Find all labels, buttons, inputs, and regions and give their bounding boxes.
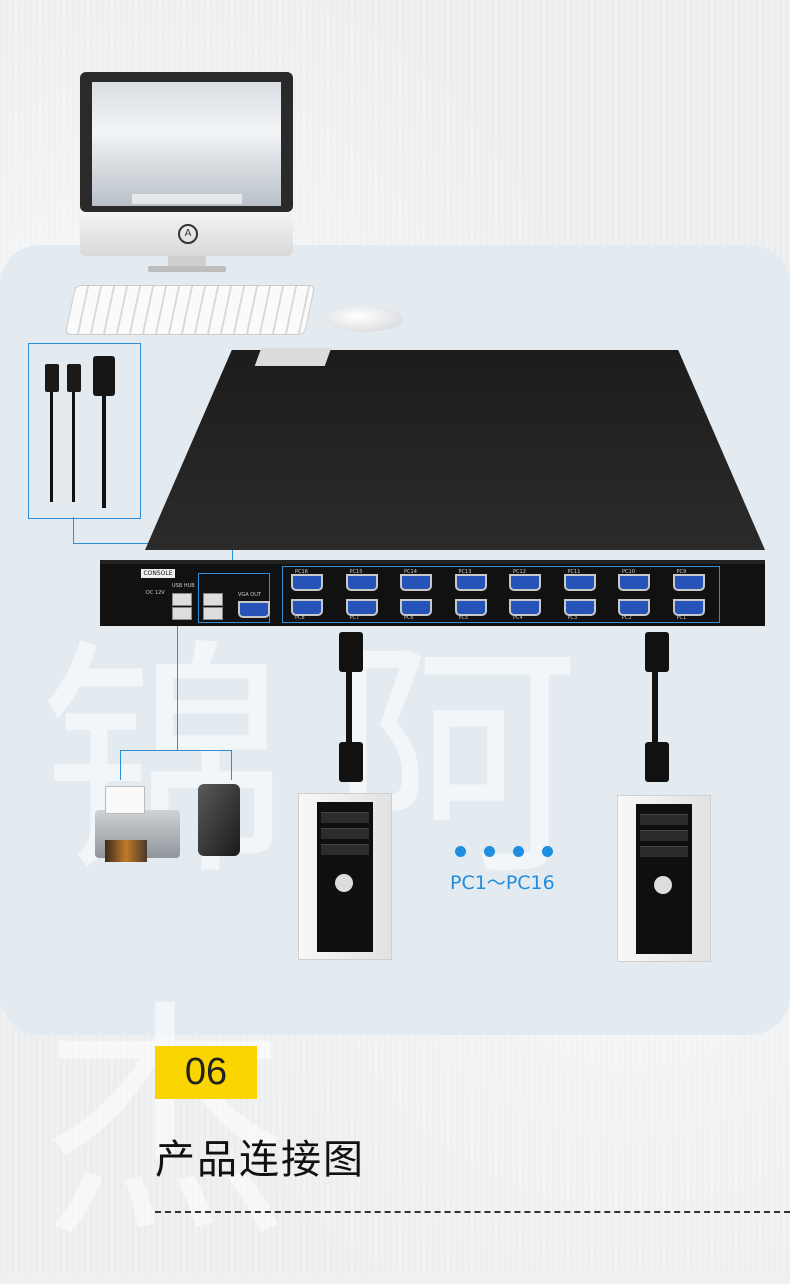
- vga-out-label: VGA OUT: [238, 592, 261, 598]
- console-label: CONSOLE: [141, 569, 175, 578]
- dashed-divider: [155, 1211, 790, 1213]
- vga-input-port: [618, 574, 650, 591]
- usb-plug-icon: [67, 364, 81, 392]
- usb-plug-icon: [45, 364, 59, 392]
- port-label: PC5: [458, 615, 469, 621]
- port-label: PC10: [622, 569, 635, 575]
- port-label: PC7: [349, 615, 360, 621]
- port-label: PC8: [295, 615, 305, 621]
- vga-out-port: [238, 601, 270, 618]
- desktop-tower-icon: [298, 793, 392, 960]
- dc-label: DC 12V: [146, 590, 165, 596]
- cable-line: [102, 396, 106, 508]
- port-label: PC12: [513, 569, 526, 575]
- port-label: PC9: [676, 569, 687, 575]
- vga-input-port: [291, 599, 323, 616]
- ellipsis-dot: [455, 846, 466, 857]
- port-label: PC6: [404, 615, 414, 621]
- vga-plug-icon: [339, 742, 363, 782]
- connector-line: [177, 622, 178, 750]
- vga-input-port: [400, 574, 432, 591]
- vga-input-port: [672, 599, 705, 616]
- printer-icon: [95, 786, 180, 862]
- console-port-group: [198, 573, 270, 623]
- vga-input-port: [291, 574, 323, 591]
- vga-input-port: [672, 574, 705, 591]
- connector-line: [231, 750, 232, 780]
- vga-input-port: [454, 574, 487, 591]
- vga-input-port: [345, 599, 378, 616]
- pc-range-label: PC1～PC16: [450, 872, 555, 894]
- port-label: PC4: [513, 615, 523, 621]
- ellipsis-dot: [542, 846, 553, 857]
- section-title: 产品连接图: [155, 1137, 365, 1183]
- vga-cable: [652, 672, 658, 742]
- mouse-icon: [328, 306, 403, 332]
- cable-line: [50, 392, 53, 502]
- port-label: PC15: [349, 569, 363, 575]
- port-label: PC3: [567, 615, 578, 621]
- usb-hub-label: USB HUB: [172, 583, 195, 589]
- ellipsis-dot: [513, 846, 524, 857]
- usb-port: [203, 607, 223, 620]
- vga-input-port: [618, 599, 650, 616]
- usb-port: [203, 593, 223, 606]
- port-label: PC11: [567, 569, 581, 575]
- vga-plug-icon: [645, 742, 669, 782]
- vga-input-port: [509, 599, 541, 616]
- vga-input-port: [509, 574, 541, 591]
- usb-port: [172, 593, 192, 606]
- vga-input-port: [563, 599, 596, 616]
- port-label: PC13: [458, 569, 472, 575]
- connector-line: [232, 543, 233, 575]
- kvm-sticker: [254, 348, 332, 366]
- cable-line: [72, 392, 75, 502]
- vga-plug-icon: [645, 632, 669, 672]
- connector-line: [120, 750, 232, 751]
- port-label: PC1: [676, 615, 687, 621]
- vga-plug-icon: [93, 356, 115, 396]
- section-number-badge: 06: [155, 1046, 257, 1099]
- ellipsis-dot: [484, 846, 495, 857]
- external-drive-icon: [198, 784, 240, 856]
- desktop-tower-icon: [617, 795, 711, 962]
- port-label: PC14: [404, 569, 417, 575]
- vga-input-port: [400, 599, 432, 616]
- vga-input-port: [563, 574, 596, 591]
- vga-input-port: [454, 599, 487, 616]
- port-label: PC16: [295, 569, 308, 575]
- vga-cable: [346, 672, 352, 742]
- keyboard-icon: [64, 285, 316, 335]
- monitor-icon: A: [80, 72, 293, 272]
- usb-port: [172, 607, 192, 620]
- kvm-chassis-top: [145, 350, 765, 550]
- console-cables-box: [28, 343, 141, 519]
- vga-plug-icon: [339, 632, 363, 672]
- port-label: PC2: [622, 615, 632, 621]
- vga-input-port: [345, 574, 378, 591]
- pc-port-group: [282, 566, 720, 623]
- connector-line: [73, 517, 74, 543]
- connector-line: [120, 750, 121, 780]
